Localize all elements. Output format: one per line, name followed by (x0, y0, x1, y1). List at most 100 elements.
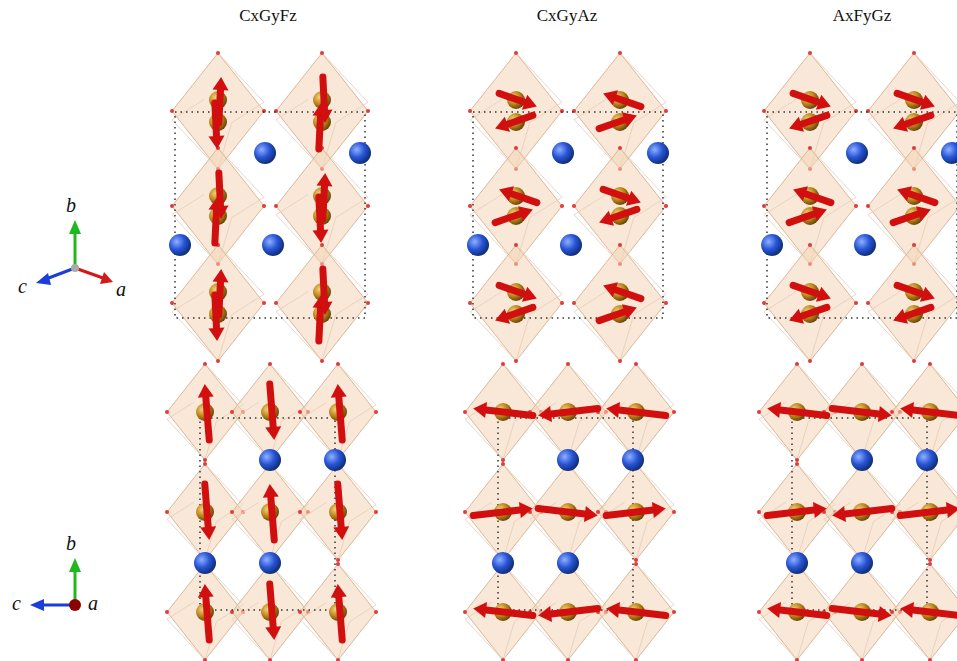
oxygen-atom (274, 204, 278, 208)
oxygen-atom (230, 410, 234, 414)
oxygen-atom (860, 362, 864, 366)
spin-arrow (619, 610, 666, 616)
unit-cell-outline (767, 112, 957, 318)
spin-arrow (905, 115, 930, 124)
octahedron-edge (465, 564, 541, 660)
octahedron (172, 245, 264, 361)
a-site-atom (169, 234, 191, 256)
spin-arrow (599, 120, 624, 129)
spin-arrow (832, 608, 879, 614)
spin-arrow (893, 214, 918, 223)
spin-arrow-head (522, 287, 537, 302)
octahedron (465, 564, 541, 660)
oxygen-atom (165, 610, 169, 614)
spin-arrow-head (265, 426, 281, 440)
octahedron-edge (172, 245, 264, 361)
octahedron-edge (465, 364, 541, 460)
spin-arrow (780, 410, 827, 416)
spin-arrow (338, 484, 341, 527)
octahedron-edge (167, 364, 243, 460)
oxygen-atom (572, 204, 576, 208)
spin-arrow (603, 189, 628, 198)
spin-arrow-head (832, 506, 846, 522)
octahedron (598, 564, 674, 660)
oxygen-atom (203, 658, 207, 661)
octahedron-edge (598, 564, 674, 660)
octahedron-edge (232, 364, 308, 460)
spin-arrow-head (198, 584, 214, 598)
axis-label: b (66, 532, 76, 555)
unit-cell-outline (200, 418, 335, 610)
spin-arrow (215, 103, 217, 136)
octahedron (276, 148, 368, 264)
spin-arrow (319, 116, 321, 149)
oxygen-atom (320, 359, 324, 363)
octahedron (892, 464, 957, 560)
oxygen-atom (808, 243, 812, 247)
octahedron (892, 364, 957, 460)
oxygen-atom (912, 243, 916, 247)
spin-arrow-head (499, 186, 514, 201)
spin-arrow (339, 397, 342, 440)
axis-label: c (12, 592, 21, 615)
oxygen-atom (808, 146, 812, 150)
spin-arrow-head (213, 269, 229, 282)
a-site-atom (851, 449, 873, 471)
octahedron (598, 464, 674, 560)
spin-arrow-head (473, 602, 487, 618)
oxygen-atom (216, 359, 220, 363)
spin-arrow-head (812, 206, 827, 221)
spin-arrow (319, 197, 321, 230)
oxygen-atom (262, 204, 266, 208)
oxygen-atom (664, 301, 668, 305)
spin-arrow-head (813, 502, 827, 518)
spin-arrow-head (599, 211, 614, 226)
oxygen-atom (572, 301, 576, 305)
spin-arrow (323, 269, 325, 302)
spin-arrow (832, 408, 879, 414)
a-site-atom (492, 552, 514, 574)
octahedron (764, 245, 856, 361)
octahedron-edge (465, 464, 541, 560)
octahedron (167, 464, 243, 560)
spin-arrow (507, 115, 532, 124)
octahedron-edge (598, 364, 674, 460)
spin-arrow (507, 307, 532, 316)
oxygen-atom (664, 204, 668, 208)
oxygen-atom (336, 558, 340, 562)
spin-arrow-head (603, 282, 618, 297)
oxygen-atom (320, 243, 324, 247)
octahedron (868, 245, 957, 361)
a-site-atom (349, 142, 371, 164)
spin-arrow-head (920, 95, 935, 110)
oxygen-atom (757, 410, 761, 414)
oxygen-atom (866, 301, 870, 305)
oxygen-atom (501, 458, 505, 462)
oxygen-atom (336, 562, 340, 566)
spin-arrow (206, 597, 209, 640)
oxygen-atom (468, 301, 472, 305)
a-site-atom (854, 234, 876, 256)
a-site-atom (552, 142, 574, 164)
spin-arrow-head (793, 186, 808, 201)
octahedron (232, 564, 308, 660)
spin-arrow (897, 285, 922, 294)
octahedron (232, 464, 308, 560)
spin-arrow-head (263, 484, 279, 498)
octahedron (300, 364, 376, 460)
unit-cell-outline (473, 112, 663, 318)
octahedron-edge (759, 364, 835, 460)
spin-arrow (486, 410, 533, 416)
axis-triads (30, 220, 113, 611)
oxygen-atom (912, 51, 916, 55)
spin-arrow-head (878, 606, 892, 622)
octahedron (824, 464, 900, 560)
oxygen-atom (808, 359, 812, 363)
oxygen-atom (320, 51, 324, 55)
oxygen-atom (634, 658, 638, 661)
octahedron-edge (892, 364, 957, 460)
octahedron-edge (824, 564, 900, 660)
oxygen-atom (618, 243, 622, 247)
a-site-atom (194, 552, 216, 574)
